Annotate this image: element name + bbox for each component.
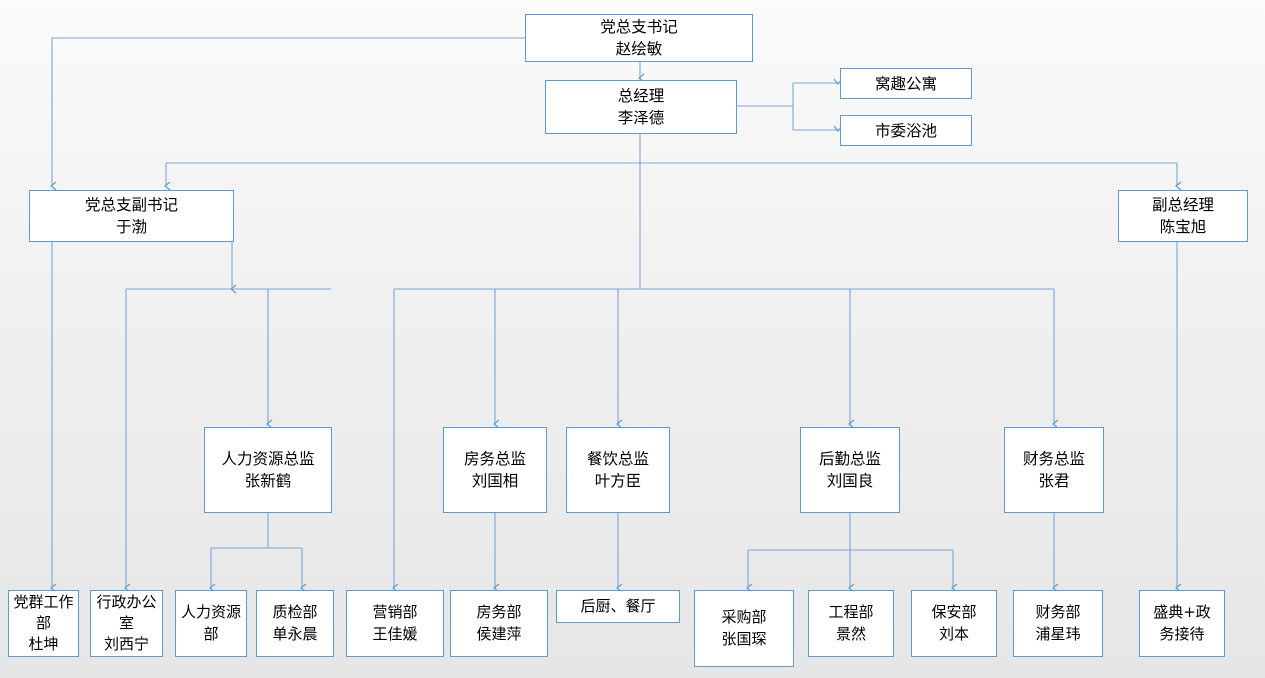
node-marketing-dept[interactable]: 营销部 王佳媛	[346, 590, 444, 657]
node-title: 工程部	[828, 603, 874, 622]
node-title: 行政办公室	[96, 592, 157, 632]
node-title: 营销部	[372, 603, 418, 622]
node-title: 保安部	[931, 603, 977, 622]
node-rooms-dept[interactable]: 房务部 侯建萍	[450, 590, 548, 657]
node-hr-dept[interactable]: 人力资源部	[175, 590, 247, 657]
node-title: 盛典+政	[1153, 603, 1211, 622]
node-title: 财务总监	[1022, 450, 1085, 468]
node-person: 于渤	[115, 218, 147, 236]
node-hr-director[interactable]: 人力资源总监 张新鹤	[204, 427, 332, 513]
node-deputy-general-manager[interactable]: 副总经理 陈宝旭	[1118, 190, 1248, 242]
node-title: 党群工作部	[13, 592, 74, 632]
node-person: 李泽德	[617, 109, 665, 127]
node-person: 赵绘敏	[615, 40, 663, 58]
node-person: 陈宝旭	[1159, 218, 1207, 236]
node-title: 党总支副书记	[84, 196, 178, 214]
node-person: 侯建萍	[476, 624, 522, 643]
node-title: 总经理	[617, 87, 665, 105]
node-title: 党总支书记	[600, 18, 678, 36]
node-logistics-director[interactable]: 后勤总监 刘国良	[800, 427, 900, 513]
node-title: 财务部	[1035, 603, 1081, 622]
node-person: 杜坤	[28, 635, 59, 654]
node-party-mass-work-dept[interactable]: 党群工作部 杜坤	[8, 590, 79, 657]
node-person: 王佳媛	[372, 624, 418, 643]
node-admin-office[interactable]: 行政办公室 刘西宁	[90, 590, 163, 657]
node-person: 刘西宁	[103, 635, 149, 654]
node-person: 张君	[1038, 472, 1070, 490]
node-party-secretary[interactable]: 党总支书记 赵绘敏	[525, 14, 753, 62]
node-person: 张新鹤	[244, 472, 292, 490]
node-person: 单永晨	[272, 624, 318, 643]
node-title: 人力资源部	[180, 603, 241, 643]
node-title: 采购部	[721, 608, 767, 627]
node-quality-inspection-dept[interactable]: 质检部 单永晨	[256, 590, 334, 657]
node-party-deputy-secretary[interactable]: 党总支副书记 于渤	[29, 190, 234, 242]
node-purchasing-dept[interactable]: 采购部 张国琛	[694, 590, 794, 667]
node-person: 务接待	[1159, 624, 1205, 643]
node-woqu-apartment[interactable]: 窝趣公寓	[840, 68, 972, 99]
node-person: 刘国相	[471, 472, 519, 490]
node-title: 人力资源总监	[221, 450, 315, 468]
node-person: 浦星玮	[1035, 624, 1081, 643]
node-person: 叶方臣	[594, 472, 642, 490]
node-kitchen-restaurant[interactable]: 后厨、餐厅	[556, 590, 680, 623]
node-title: 窝趣公寓	[874, 74, 937, 93]
node-title: 质检部	[272, 603, 318, 622]
node-general-manager[interactable]: 总经理 李泽德	[545, 80, 737, 134]
node-security-dept[interactable]: 保安部 刘本	[911, 590, 997, 657]
node-person: 景然	[835, 624, 866, 643]
node-person: 张国琛	[721, 629, 767, 648]
node-catering-director[interactable]: 餐饮总监 叶方臣	[566, 427, 670, 513]
node-person: 刘本	[938, 624, 969, 643]
node-title: 副总经理	[1151, 196, 1214, 214]
node-rooms-director[interactable]: 房务总监 刘国相	[443, 427, 547, 513]
node-title: 后厨、餐厅	[580, 596, 656, 615]
node-finance-dept[interactable]: 财务部 浦星玮	[1013, 590, 1103, 657]
node-person: 刘国良	[826, 472, 874, 490]
node-city-bathhouse[interactable]: 市委浴池	[840, 115, 972, 146]
node-title: 房务总监	[463, 450, 526, 468]
node-title: 餐饮总监	[586, 450, 649, 468]
node-title: 市委浴池	[874, 121, 937, 140]
node-engineering-dept[interactable]: 工程部 景然	[808, 590, 894, 657]
node-finance-director[interactable]: 财务总监 张君	[1004, 427, 1104, 513]
node-title: 后勤总监	[818, 450, 881, 468]
node-title: 房务部	[476, 603, 522, 622]
node-ceremony-govt-reception[interactable]: 盛典+政 务接待	[1139, 590, 1225, 657]
